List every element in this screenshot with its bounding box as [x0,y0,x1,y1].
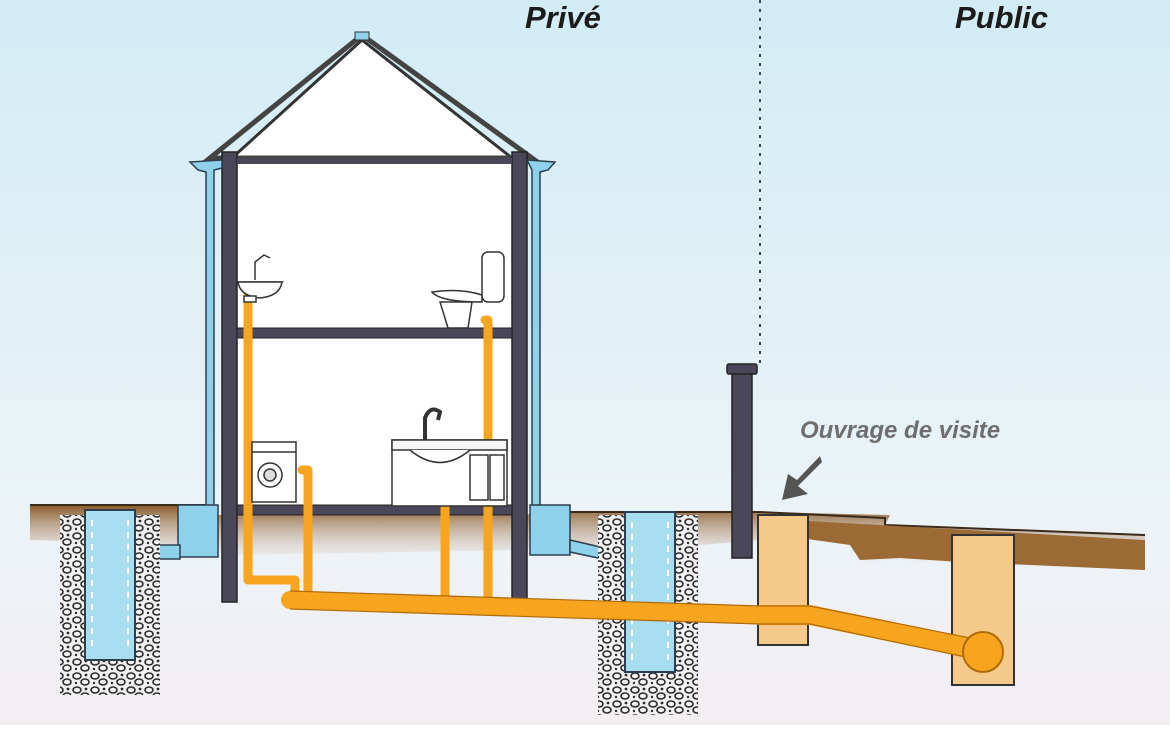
kitchen-sink-icon [391,407,508,507]
rain-downpipe-right [525,159,636,567]
inspection-chamber [757,514,809,646]
washing-machine-icon [251,441,297,503]
vent-pipe-icon [726,363,758,559]
toilet-icon [430,251,505,329]
infiltration-well-icon [60,509,160,695]
rain-downpipe-left [127,159,223,560]
public-zone-label: Public [955,0,1049,35]
sink-icon [235,254,285,303]
private-zone-label: Privé [525,0,601,35]
inspection-chamber-label: Ouvrage de visite [800,417,1001,444]
waste-pipe-outline [289,590,986,660]
public-sewer-pipe [962,631,1004,673]
arrow-icon [782,456,822,500]
